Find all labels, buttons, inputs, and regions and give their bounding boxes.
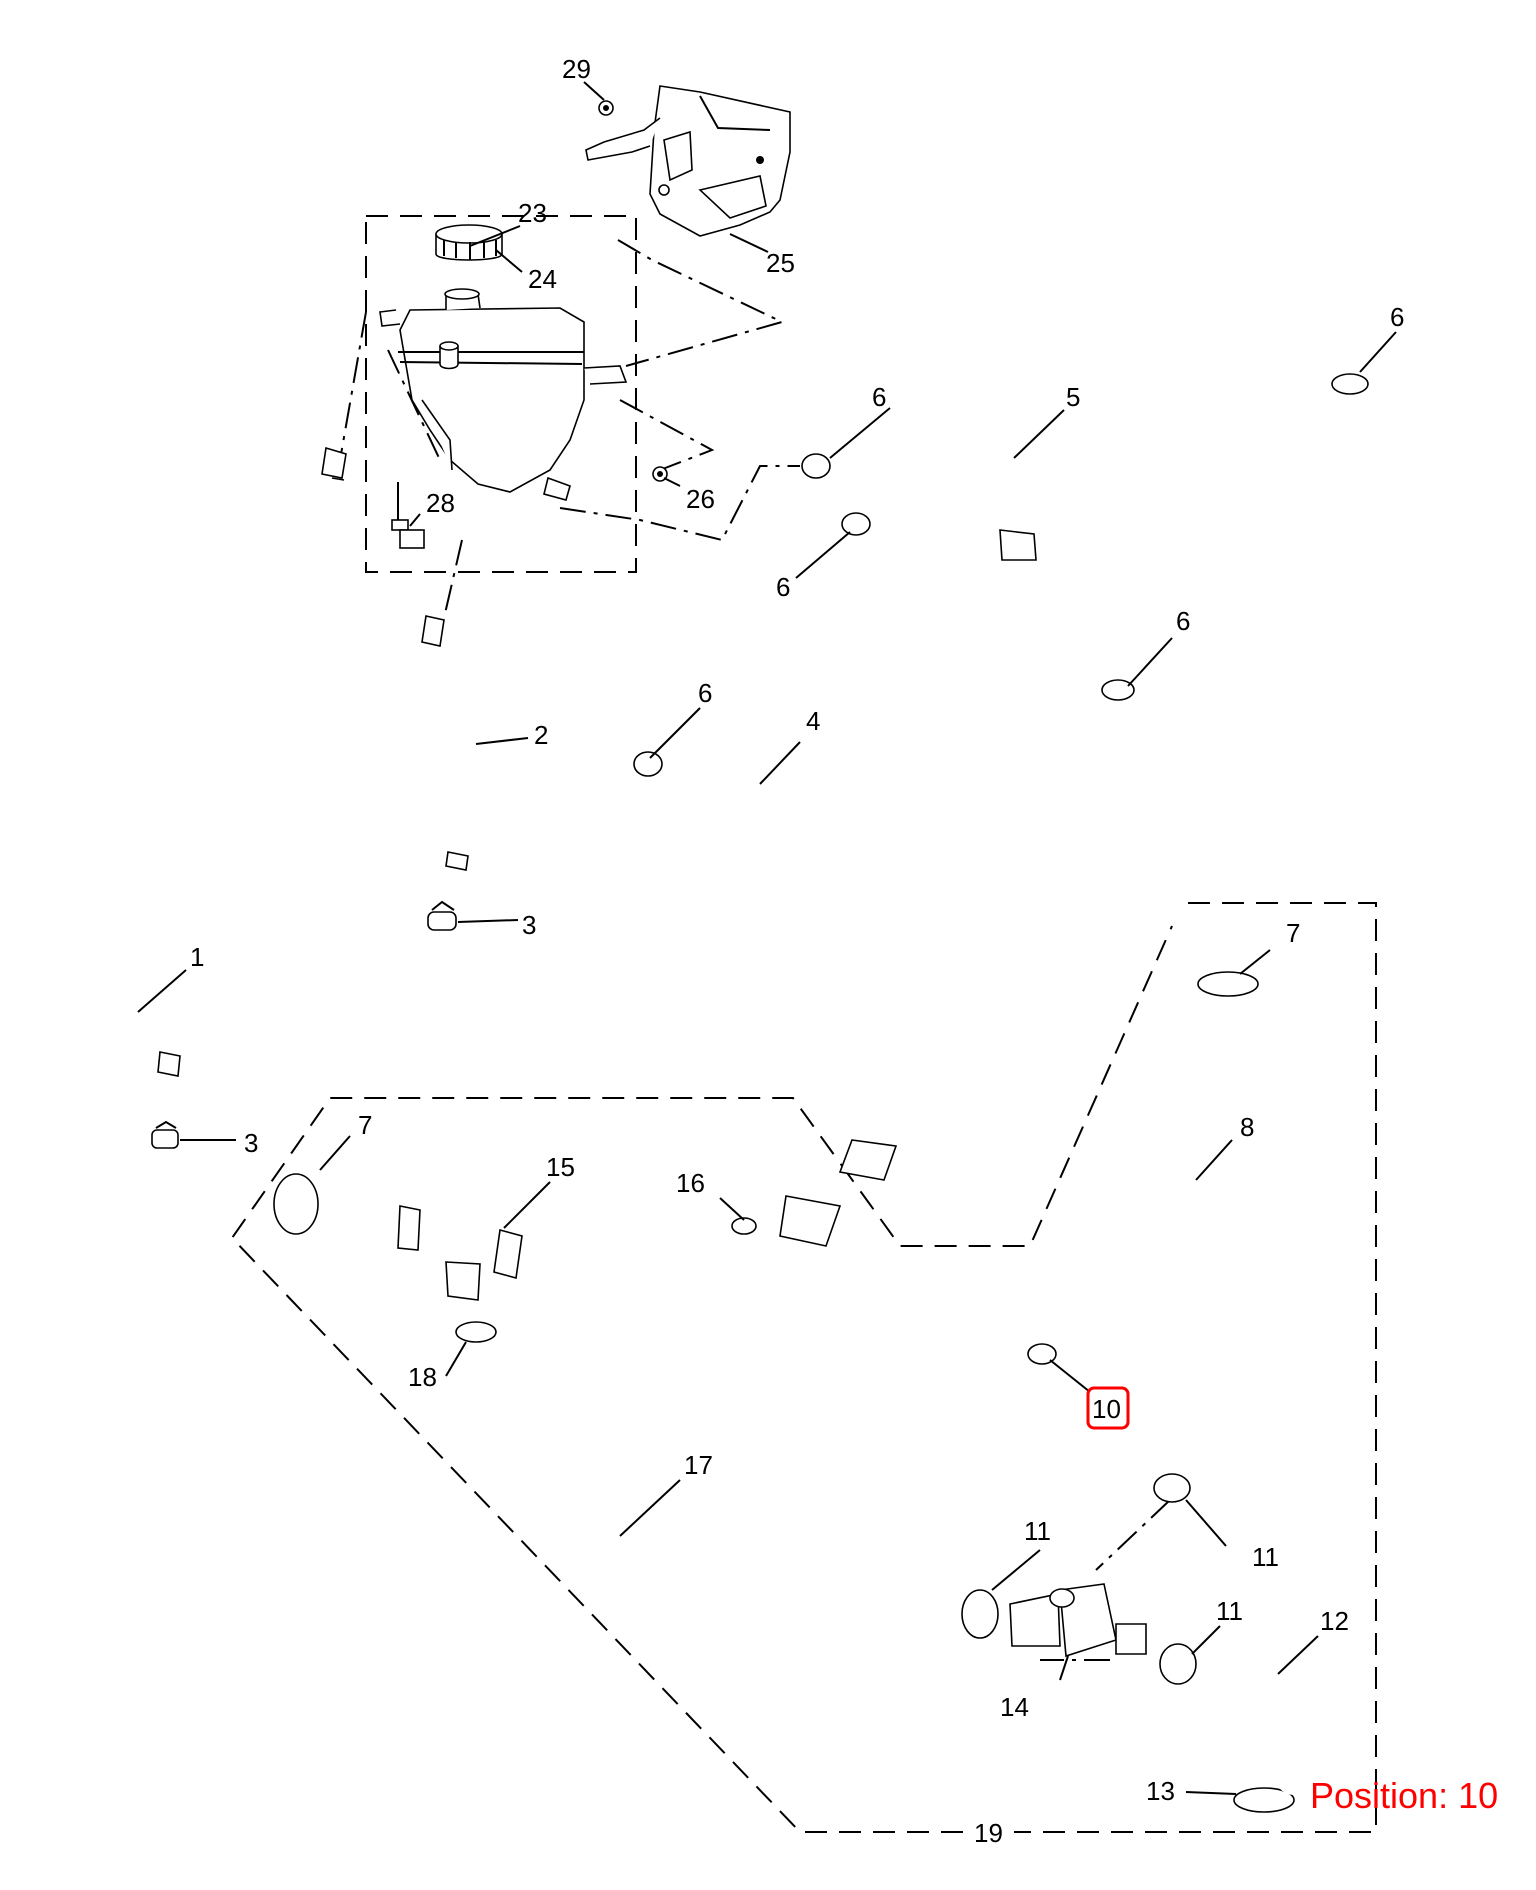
coolant-reservoir: [379, 288, 628, 501]
clamp-3-upper-icon: [427, 900, 457, 931]
clamp-3-lower-icon: [151, 1120, 179, 1149]
callout-6c: 6: [776, 572, 790, 602]
callout-11b: 11: [1252, 1542, 1279, 1572]
callout-leaders: [137, 81, 1397, 1795]
hose-5: [830, 400, 1340, 740]
callout-7a: 7: [358, 1110, 372, 1140]
callout-11c: 11: [1216, 1596, 1243, 1626]
callout-6d: 6: [1176, 606, 1190, 636]
thermostat-housing: [1009, 1583, 1147, 1658]
callout-25: 25: [766, 248, 795, 278]
callout-13: 13: [1146, 1776, 1175, 1806]
callout-8: 8: [1240, 1112, 1254, 1142]
callout-5: 5: [1066, 382, 1080, 412]
reservoir-cap: [435, 224, 503, 261]
callout-7b: 7: [1286, 918, 1300, 948]
hose-8: [1115, 1009, 1267, 1485]
callout-18: 18: [408, 1362, 437, 1392]
callout-24: 24: [528, 264, 557, 294]
callout-12: 12: [1320, 1606, 1349, 1636]
callout-10: 10: [1092, 1394, 1121, 1424]
callout-17: 17: [684, 1450, 713, 1480]
clamp-16-icon: [731, 1217, 757, 1235]
callout-labels: 29 23 24 25 6 6 6 6 6 5 28 26 2 4 3 3 1 …: [190, 54, 1404, 1848]
callout-16: 16: [676, 1168, 705, 1198]
callout-19: 19: [974, 1818, 1003, 1848]
hose-17: [462, 1346, 962, 1618]
callout-6b: 6: [1390, 302, 1404, 332]
callout-15: 15: [546, 1152, 575, 1182]
clamp-13-icon: [1233, 1787, 1295, 1813]
callout-4: 4: [806, 706, 820, 736]
callout-26: 26: [686, 484, 715, 514]
callout-1: 1: [190, 942, 204, 972]
hose-12: [1209, 1661, 1329, 1795]
callout-6a: 6: [872, 382, 886, 412]
callout-6e: 6: [698, 678, 712, 708]
clamp-6-icons: [633, 373, 1369, 777]
callout-2: 2: [534, 720, 548, 750]
callout-11a: 11: [1024, 1516, 1051, 1546]
callout-23: 23: [518, 198, 547, 228]
callout-3b: 3: [244, 1128, 258, 1158]
mounting-bracket: [585, 85, 791, 237]
clamp-7-left-icon: [273, 1173, 319, 1235]
callout-10-highlight: [1086, 1386, 1130, 1430]
clamp-10-icon: [1027, 1343, 1057, 1365]
hose-1: [87, 446, 347, 1133]
assembly-leader-lines: [339, 239, 1171, 1661]
position-label: Position: 10: [1310, 1775, 1498, 1816]
level-sensor: [391, 482, 425, 549]
lower-hose-group-box: [230, 902, 1377, 1833]
nut-29-icon: [598, 100, 614, 116]
callout-29: 29: [562, 54, 591, 84]
hose-15: [316, 1194, 842, 1330]
callout-14: 14: [1000, 1692, 1029, 1722]
callout-3a: 3: [522, 910, 536, 940]
reservoir-group-box: [365, 215, 637, 573]
clamp-11-icons: [961, 1473, 1197, 1685]
hose-4: [663, 707, 1099, 1181]
clamp-18-icon: [455, 1321, 497, 1343]
clamp-7-right-icon: [1197, 971, 1259, 997]
hose-2: [417, 615, 493, 899]
bolt-26-icon: [652, 466, 668, 482]
callout-28: 28: [426, 488, 455, 518]
